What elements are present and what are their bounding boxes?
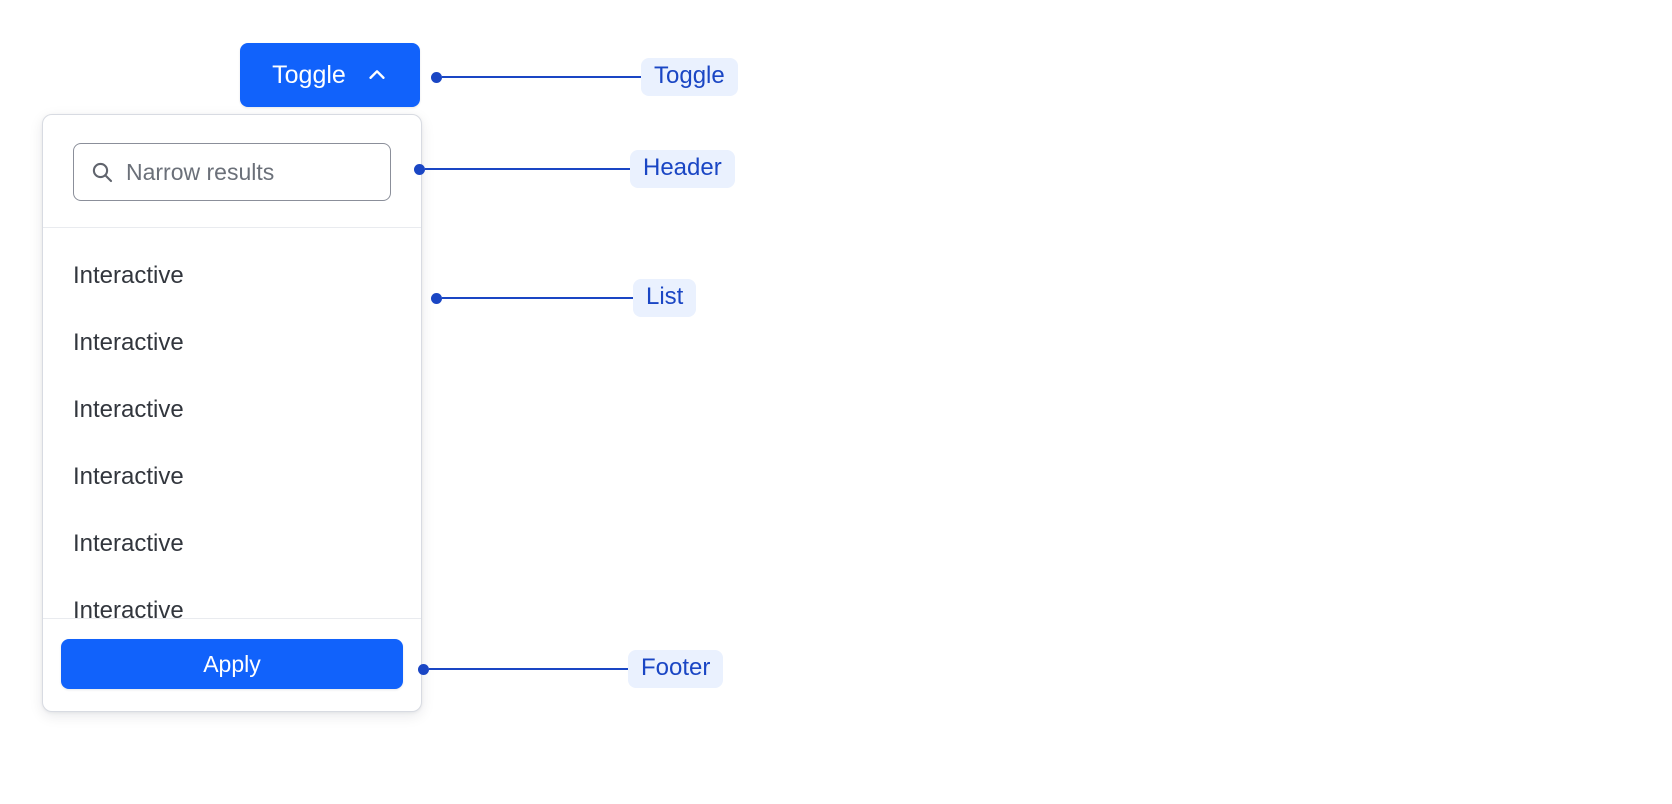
chevron-up-icon bbox=[366, 64, 388, 86]
list-item[interactable]: Interactive bbox=[43, 577, 421, 619]
list-item[interactable]: Interactive bbox=[43, 242, 421, 309]
callout-dot-icon bbox=[414, 163, 425, 175]
callout-dot-icon bbox=[431, 71, 442, 83]
dropdown-footer: Apply bbox=[43, 618, 421, 711]
list-item-label: Interactive bbox=[73, 328, 184, 356]
callout-toggle: Toggle bbox=[431, 58, 738, 96]
list-item-label: Interactive bbox=[73, 462, 184, 490]
callout-line bbox=[429, 667, 628, 671]
callout-list: List bbox=[431, 279, 697, 317]
dropdown-panel: Interactive Interactive Interactive Inte… bbox=[42, 114, 422, 712]
callout-line bbox=[442, 296, 633, 300]
list-item[interactable]: Interactive bbox=[43, 443, 421, 510]
callout-dot-icon bbox=[431, 292, 442, 304]
dropdown-header bbox=[43, 115, 421, 228]
search-icon bbox=[90, 160, 114, 184]
list-item[interactable]: Interactive bbox=[43, 510, 421, 577]
apply-button[interactable]: Apply bbox=[61, 639, 403, 689]
list-item-label: Interactive bbox=[73, 529, 184, 557]
callout-label-toggle: Toggle bbox=[641, 58, 738, 96]
callout-footer: Footer bbox=[418, 650, 724, 688]
list-item-label: Interactive bbox=[73, 395, 184, 423]
callout-label-header: Header bbox=[630, 150, 735, 188]
callout-line bbox=[425, 167, 630, 171]
callout-label-footer: Footer bbox=[628, 650, 724, 688]
list-item[interactable]: Interactive bbox=[43, 309, 421, 376]
callout-label-list: List bbox=[633, 279, 697, 317]
dropdown-list: Interactive Interactive Interactive Inte… bbox=[43, 228, 421, 619]
search-input[interactable] bbox=[126, 144, 390, 200]
toggle-button[interactable]: Toggle bbox=[240, 43, 420, 107]
list-item-label: Interactive bbox=[73, 596, 184, 619]
search-box[interactable] bbox=[73, 143, 391, 201]
list-item-label: Interactive bbox=[73, 261, 184, 289]
callout-line bbox=[442, 75, 641, 79]
toggle-button-label: Toggle bbox=[272, 60, 346, 89]
callout-header: Header bbox=[414, 150, 735, 188]
callout-dot-icon bbox=[418, 663, 429, 675]
list-item[interactable]: Interactive bbox=[43, 376, 421, 443]
